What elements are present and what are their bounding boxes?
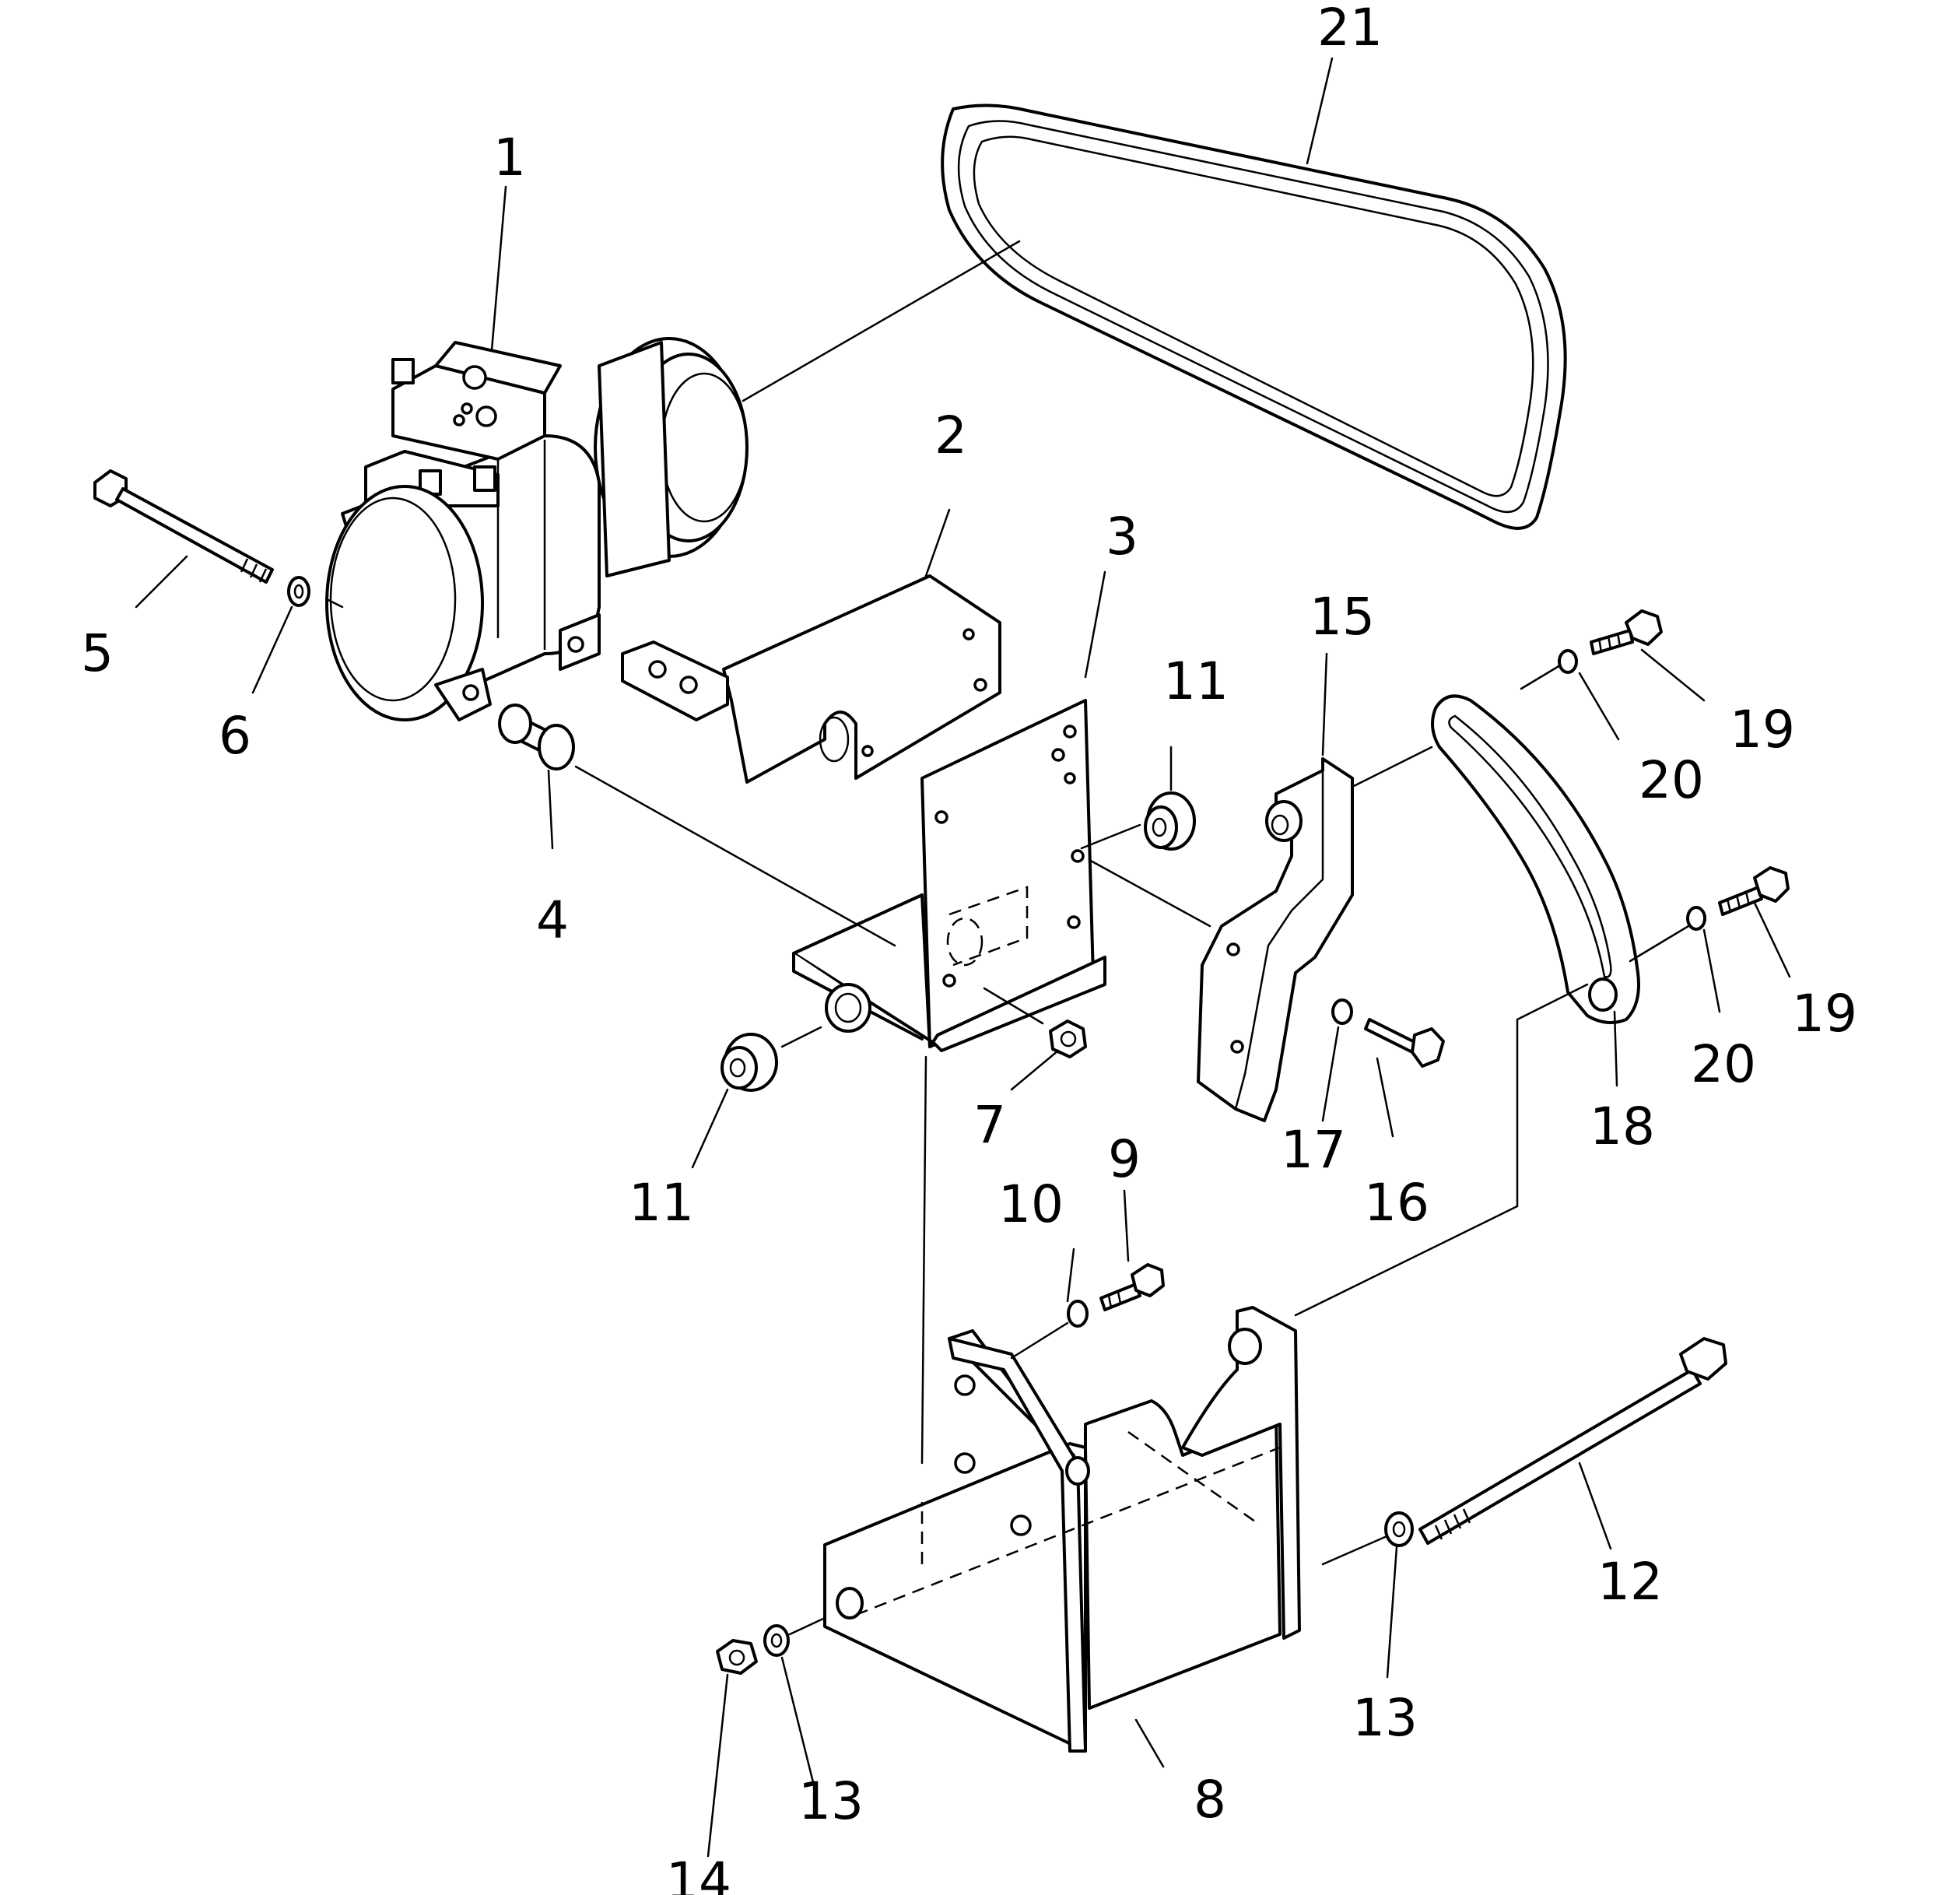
- callout-3: 3: [1106, 507, 1138, 567]
- bolt-19-top: [1590, 609, 1663, 655]
- washer-17: [1331, 998, 1353, 1025]
- bushing-11-left: [721, 1033, 778, 1092]
- callout-15: 15: [1310, 587, 1375, 647]
- callout-2: 2: [934, 405, 967, 465]
- adjusting-bracket-15: [1197, 757, 1354, 1122]
- washer-10: [1067, 1300, 1089, 1328]
- callout-14: 14: [666, 1851, 731, 1895]
- washer-13-right: [1384, 1511, 1414, 1547]
- callout-19-top: 19: [1730, 700, 1795, 760]
- lower-bracket-8: [823, 1306, 1301, 1753]
- callout-4: 4: [536, 890, 569, 950]
- callout-8: 8: [1194, 1770, 1226, 1830]
- plate-bracket-3: [792, 699, 1106, 1052]
- callout-13-right: 13: [1352, 1688, 1418, 1748]
- bushing-11-top: [1144, 791, 1196, 851]
- washer-13-left: [763, 1624, 790, 1657]
- nut-14: [716, 1639, 758, 1675]
- bolt-19-bottom: [1718, 866, 1790, 916]
- callout-17: 17: [1281, 1120, 1346, 1180]
- callout-19-bottom: 19: [1792, 984, 1857, 1044]
- washer-20-bottom: [1686, 906, 1706, 931]
- callout-13-left: 13: [798, 1771, 864, 1831]
- spacer-4: [498, 704, 575, 770]
- callout-6: 6: [219, 706, 251, 766]
- assembly-lines: [325, 240, 1690, 1636]
- callout-1: 1: [493, 128, 526, 188]
- callout-20-top: 20: [1639, 750, 1704, 810]
- washer-6: [287, 576, 310, 607]
- v-belt: [941, 104, 1567, 530]
- slotted-link-18: [1431, 694, 1640, 1024]
- callout-9: 9: [1108, 1129, 1141, 1189]
- bolt-9: [1099, 1263, 1165, 1311]
- compressor: [325, 337, 749, 721]
- bracket-2: [621, 574, 1001, 784]
- bolt-long-12: [1418, 1337, 1727, 1545]
- callout-10: 10: [998, 1174, 1064, 1234]
- callout-20-bottom: 20: [1691, 1034, 1756, 1094]
- callout-21: 21: [1317, 0, 1383, 58]
- washer-20-top: [1558, 649, 1578, 674]
- bolt-long-5: [93, 469, 274, 584]
- bolt-16: [1364, 1018, 1445, 1068]
- callout-5: 5: [81, 623, 114, 683]
- callout-numbers: 1 2 3 4 5 6 7 8 9 10 11 11 12 13 13 14 1…: [81, 0, 1857, 1895]
- callout-11-left: 11: [629, 1173, 694, 1233]
- callout-18: 18: [1590, 1097, 1655, 1156]
- callout-7: 7: [973, 1095, 1006, 1155]
- callout-16: 16: [1364, 1173, 1429, 1233]
- callout-12: 12: [1597, 1552, 1663, 1612]
- nut-7: [1049, 1019, 1087, 1058]
- callout-leaders: [135, 57, 1791, 1858]
- callout-11-top: 11: [1163, 651, 1229, 711]
